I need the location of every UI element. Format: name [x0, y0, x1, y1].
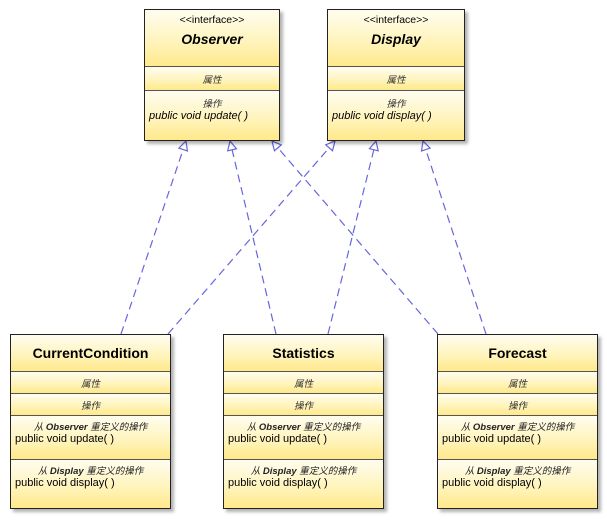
- stereotype-label: <<interface>>: [179, 14, 245, 26]
- interface-name: Display: [371, 31, 421, 47]
- realization-line-statistics-to-display: [327, 149, 375, 335]
- interface-name: Observer: [181, 31, 243, 47]
- class-name: CurrentCondition: [32, 345, 149, 361]
- class-header: CurrentCondition: [11, 335, 170, 371]
- class-currentcondition[interactable]: CurrentCondition 属性 操作 从 Observer 重定义的操作…: [10, 334, 171, 509]
- operation-display: public void display( ): [228, 477, 328, 489]
- attributes-compartment: 属性: [224, 371, 383, 393]
- operation-display: public void display( ): [15, 477, 115, 489]
- operation-update: public void update( ): [15, 433, 115, 445]
- realization-line-statistics-to-observer: [231, 149, 277, 335]
- override-section-label: 从 Display 重定义的操作: [464, 466, 571, 477]
- realization-arrowhead-icon: [368, 139, 379, 152]
- operations-caption: 操作: [507, 401, 527, 412]
- realization-line-forecast-to-observer: [277, 147, 439, 335]
- operations-compartment: 操作: [438, 393, 597, 415]
- operations-caption: 操作: [293, 401, 313, 412]
- interface-header: <<interface>> Display: [328, 10, 464, 66]
- attributes-compartment: 属性: [438, 371, 597, 393]
- operations-compartment: 操作: [11, 393, 170, 415]
- realization-arrowhead-icon: [226, 139, 238, 152]
- attributes-caption: 属性: [507, 379, 527, 390]
- override-section-label: 从 Observer 重定义的操作: [460, 422, 575, 433]
- observer-overrides-compartment: 从 Observer 重定义的操作 public void update( ): [224, 415, 383, 459]
- realization-line-currentcondition-to-display: [167, 147, 330, 335]
- realization-arrowhead-icon: [177, 139, 189, 152]
- operations-compartment: 操作 public void display( ): [328, 90, 464, 140]
- operation-display: public void display( ): [332, 110, 432, 122]
- override-section-label: 从 Observer 重定义的操作: [246, 422, 361, 433]
- class-statistics[interactable]: Statistics 属性 操作 从 Observer 重定义的操作 publi…: [223, 334, 384, 509]
- attributes-caption: 属性: [293, 379, 313, 390]
- operations-caption: 操作: [202, 99, 222, 110]
- realization-line-currentcondition-to-observer: [120, 149, 184, 335]
- interface-header: <<interface>> Observer: [145, 10, 279, 66]
- realization-arrowhead-icon: [420, 139, 432, 152]
- operations-compartment: 操作: [224, 393, 383, 415]
- display-overrides-compartment: 从 Display 重定义的操作 public void display( ): [11, 459, 170, 508]
- operation-display: public void display( ): [442, 477, 542, 489]
- class-name: Statistics: [272, 345, 335, 361]
- operation-update: public void update( ): [149, 110, 249, 122]
- realization-line-forecast-to-display: [425, 149, 487, 335]
- attributes-compartment: 属性: [11, 371, 170, 393]
- realization-arrowhead-icon: [271, 139, 283, 152]
- override-section-label: 从 Display 重定义的操作: [250, 466, 357, 477]
- realization-arrowhead-icon: [324, 139, 336, 152]
- display-overrides-compartment: 从 Display 重定义的操作 public void display( ): [438, 459, 597, 508]
- class-header: Forecast: [438, 335, 597, 371]
- attributes-caption: 属性: [202, 75, 222, 86]
- observer-overrides-compartment: 从 Observer 重定义的操作 public void update( ): [11, 415, 170, 459]
- class-name: Forecast: [488, 345, 547, 361]
- operation-update: public void update( ): [442, 433, 542, 445]
- operations-caption: 操作: [386, 99, 406, 110]
- interface-display[interactable]: <<interface>> Display 属性 操作 public void …: [327, 9, 465, 141]
- display-overrides-compartment: 从 Display 重定义的操作 public void display( ): [224, 459, 383, 508]
- operations-compartment: 操作 public void update( ): [145, 90, 279, 140]
- operations-caption: 操作: [80, 401, 100, 412]
- attributes-caption: 属性: [80, 379, 100, 390]
- class-forecast[interactable]: Forecast 属性 操作 从 Observer 重定义的操作 public …: [437, 334, 598, 509]
- attributes-caption: 属性: [386, 75, 406, 86]
- attributes-compartment: 属性: [328, 66, 464, 90]
- stereotype-label: <<interface>>: [363, 14, 429, 26]
- operation-update: public void update( ): [228, 433, 328, 445]
- observer-overrides-compartment: 从 Observer 重定义的操作 public void update( ): [438, 415, 597, 459]
- override-section-label: 从 Observer 重定义的操作: [33, 422, 148, 433]
- interface-observer[interactable]: <<interface>> Observer 属性 操作 public void…: [144, 9, 280, 141]
- class-header: Statistics: [224, 335, 383, 371]
- attributes-compartment: 属性: [145, 66, 279, 90]
- override-section-label: 从 Display 重定义的操作: [37, 466, 144, 477]
